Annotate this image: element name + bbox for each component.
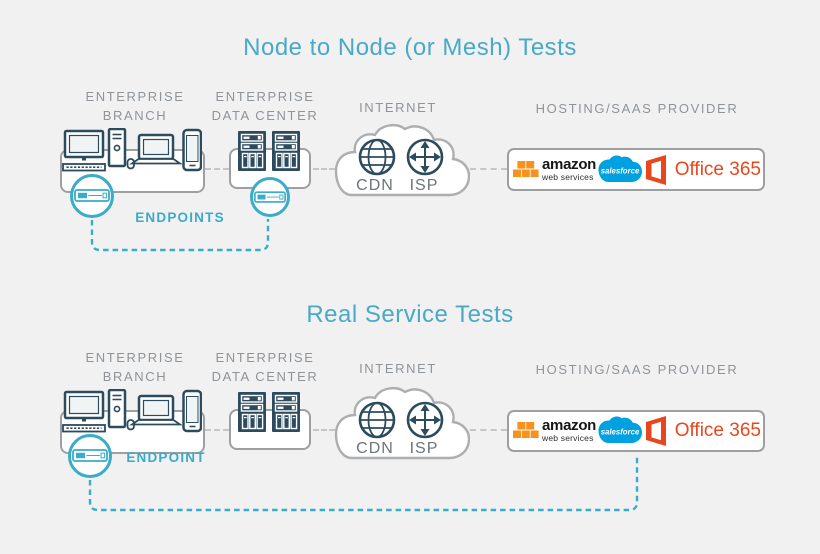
column-header-enterprise-datacenter: ENTERPRISE DATA CENTER [211,350,319,384]
branch-devices-icons [62,389,202,433]
server-rack-icon [238,392,266,432]
globe-cdn-icon [358,401,396,439]
office-book-icon [645,416,666,446]
laptop-icon [129,133,183,165]
server-rack-icon [272,131,300,171]
endpoint-agent-icon [254,190,286,203]
aws-sub-text: web services [542,172,594,183]
router-isp-icon [406,138,444,176]
cdn-label: CDN [356,177,394,194]
dashed-connector [470,429,507,431]
salesforce-text: salesforce [601,427,640,436]
branch-devices-icons [62,128,202,172]
dashed-connector [313,168,335,170]
office-365-logo: Office 365 [645,415,761,447]
salesforce-logo: salesforce [598,155,643,182]
datacenter-server-icons [238,131,300,171]
column-header-enterprise-branch: ENTERPRISE BRANCH [85,350,185,384]
aws-name-text: amazon [542,417,597,435]
isp-label: ISP [409,440,439,457]
column-header-hosting-saas: HOSTING/SAAS PROVIDER [535,362,739,377]
saas-logos: amazon web services salesforce Office 36… [513,413,761,449]
column-header-hosting-saas: HOSTING/SAAS PROVIDER [535,101,739,116]
branch-endpoint-circle [68,434,112,478]
aws-cubes-icon [513,161,539,177]
office-365-text: Office 365 [674,159,761,180]
office-book-icon [645,155,666,185]
router-isp-icon [406,401,444,439]
globe-cdn-icon [358,138,396,176]
laptop-icon [129,394,183,426]
branch-endpoint-circle [70,174,114,218]
endpoint-agent-icon [72,449,108,462]
dashed-connector [205,429,229,431]
smartphone-icon [182,128,202,172]
internet-cloud-icon [334,123,470,197]
endpoint-agent-icon [74,189,110,202]
dashed-connector [313,429,335,431]
aws-logo: amazon web services [513,418,596,444]
internet-cloud-icon [334,386,470,460]
salesforce-logo: salesforce [598,416,643,443]
aws-logo: amazon web services [513,157,596,183]
section-title-real-service: Real Service Tests [306,301,514,328]
aws-cubes-icon [513,422,539,438]
section-title-node-to-node: Node to Node (or Mesh) Tests [243,34,577,61]
office-365-logo: Office 365 [645,154,761,186]
server-rack-icon [238,131,266,171]
saas-logos: amazon web services salesforce Office 36… [513,152,761,188]
aws-name-text: amazon [542,156,597,174]
pc-tower-icon [107,128,127,168]
cdn-label: CDN [356,440,394,457]
dashed-connector [470,168,507,170]
datacenter-endpoint-circle [250,177,290,217]
smartphone-icon [182,389,202,433]
endpoints-label: ENDPOINTS [135,210,225,225]
column-header-enterprise-branch: ENTERPRISE BRANCH [85,89,185,123]
pc-tower-icon [107,389,127,429]
dashed-connector [205,168,229,170]
isp-label: ISP [409,177,439,194]
endpoint-label: ENDPOINT [126,450,206,465]
desktop-computer-icon [62,129,106,172]
office-365-text: Office 365 [674,420,761,441]
salesforce-text: salesforce [601,166,640,175]
column-header-internet: INTERNET [359,100,437,115]
desktop-computer-icon [62,390,106,433]
column-header-internet: INTERNET [359,361,437,376]
column-header-enterprise-datacenter: ENTERPRISE DATA CENTER [211,89,319,123]
aws-sub-text: web services [542,433,594,444]
datacenter-server-icons [238,392,300,432]
server-rack-icon [272,392,300,432]
